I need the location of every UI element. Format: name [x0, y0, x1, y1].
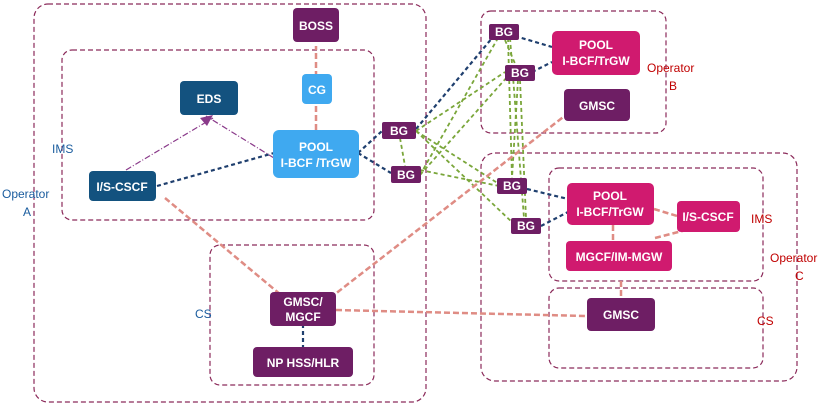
- ims-a-region: [61, 49, 375, 221]
- operator-c-region: [480, 152, 798, 382]
- cg-node[interactable]: CG: [302, 74, 332, 104]
- svg-text:CG: CG: [308, 83, 326, 97]
- link-bg-a1-bg-c2: [415, 130, 515, 225]
- operator-c-label-line2: C: [795, 269, 804, 283]
- svg-text:BG: BG: [517, 219, 535, 233]
- operator-b-region: [480, 10, 667, 134]
- svg-text:BG: BG: [495, 25, 513, 39]
- link-pool-c-iscscf-c: [653, 207, 678, 218]
- svg-text:POOL: POOL: [579, 38, 613, 52]
- cs-a-region: [209, 244, 375, 386]
- link-pool-a-bg-a1: [357, 130, 383, 154]
- bg-b2-node[interactable]: BG: [505, 65, 535, 81]
- svg-text:BG: BG: [503, 179, 521, 193]
- cs-a-label: CS: [195, 307, 212, 321]
- link-bg-a2-bg-b1: [419, 37, 499, 176]
- operator-c-label-line1: Operator: [770, 251, 817, 265]
- svg-text:POOL: POOL: [299, 140, 333, 154]
- link-iscscf-eds: [125, 117, 214, 171]
- link-iscscf-pool-a: [156, 151, 275, 188]
- pool-c-node[interactable]: POOL I-BCF/TrGW: [567, 183, 654, 225]
- link-bg-b2-pool-b: [531, 61, 553, 73]
- link-mgcf-iscscf-c: [654, 228, 687, 240]
- svg-text:BOSS: BOSS: [299, 19, 333, 33]
- eds-node[interactable]: EDS: [180, 81, 238, 115]
- link-bg-b1-bg-b2: [504, 39, 517, 67]
- link-gmsc-a-gmsc-c: [335, 308, 587, 318]
- link-iscscf-gmsc-a: [164, 197, 282, 296]
- svg-text:MGCF/IM-MGW: MGCF/IM-MGW: [576, 250, 663, 264]
- svg-text:I/S-CSCF: I/S-CSCF: [96, 180, 147, 194]
- link-bg-c1-pool-c: [526, 187, 569, 201]
- bg-a2-node[interactable]: BG: [391, 166, 421, 183]
- link-bg-a1-bg-a2: [399, 137, 406, 167]
- ims-c-label: IMS: [751, 212, 772, 226]
- pool-a-node[interactable]: POOL I-BCF /TrGW: [273, 130, 359, 178]
- svg-text:BG: BG: [511, 66, 529, 80]
- link-bg-b1-bg-c1: [507, 37, 513, 179]
- svg-text:GMSC: GMSC: [603, 308, 639, 322]
- link-pool-a-eds: [205, 115, 275, 159]
- np-hss-node[interactable]: NP HSS/HLR: [253, 347, 353, 377]
- bg-c2-node[interactable]: BG: [511, 218, 541, 234]
- link-bg-a1-bg-b1: [415, 30, 499, 130]
- svg-text:EDS: EDS: [197, 92, 222, 106]
- svg-text:I-BCF /TrGW: I-BCF /TrGW: [281, 156, 352, 170]
- cs-c-region: [548, 287, 764, 369]
- svg-text:BG: BG: [397, 168, 415, 182]
- link-bg-b2-bg-c2: [519, 79, 527, 219]
- cs-c-label: CS: [757, 314, 774, 328]
- svg-text:BG: BG: [390, 124, 408, 138]
- svg-text:I-BCF/TrGW: I-BCF/TrGW: [562, 54, 630, 68]
- link-bg-a1-bg-b2: [415, 71, 506, 132]
- bg-a1-node[interactable]: BG: [382, 122, 416, 139]
- mgcf-c-node[interactable]: MGCF/IM-MGW: [566, 241, 672, 271]
- link-bg-c2-pool-c: [540, 211, 569, 227]
- arrow-head-eds: [200, 115, 213, 126]
- boss-node[interactable]: BOSS: [293, 8, 339, 42]
- pool-b-node[interactable]: POOL I-BCF/TrGW: [552, 31, 640, 75]
- svg-text:GMSC: GMSC: [579, 99, 615, 113]
- link-bg-a2-bg-c1: [419, 169, 500, 187]
- link-bg-b2-bg-c1: [511, 79, 519, 179]
- iscscf-a-node[interactable]: I/S-CSCF: [89, 171, 156, 201]
- operator-a-label-line1: Operator: [2, 187, 49, 201]
- ims-a-label: IMS: [52, 142, 73, 156]
- operator-b-label-line1: Operator: [647, 61, 694, 75]
- gmsc-b-node[interactable]: GMSC: [564, 89, 630, 121]
- svg-text:NP HSS/HLR: NP HSS/HLR: [267, 356, 340, 370]
- gmsc-mgcf-a-node[interactable]: GMSC/ MGCF: [270, 292, 336, 326]
- iscscf-c-node[interactable]: I/S-CSCF: [677, 201, 740, 232]
- bg-c1-node[interactable]: BG: [497, 178, 527, 194]
- svg-text:I-BCF/TrGW: I-BCF/TrGW: [576, 205, 644, 219]
- link-bg-a2-bg-b2: [419, 75, 509, 176]
- svg-text:POOL: POOL: [593, 189, 627, 203]
- svg-text:MGCF: MGCF: [285, 310, 320, 324]
- link-bg-b1-pool-b: [514, 34, 553, 49]
- operator-a-region: [33, 3, 427, 403]
- svg-text:GMSC/: GMSC/: [283, 295, 323, 309]
- link-gmsc-a-gmsc-b: [329, 103, 581, 299]
- link-bg-a1-bg-c1: [415, 130, 500, 185]
- ims-c-region: [548, 167, 764, 282]
- svg-text:I/S-CSCF: I/S-CSCF: [682, 210, 733, 224]
- gmsc-c-node[interactable]: GMSC: [587, 298, 655, 331]
- bg-b1-node[interactable]: BG: [489, 24, 519, 40]
- operator-a-label-line2: A: [23, 205, 31, 219]
- operator-b-label-line2: B: [669, 79, 677, 93]
